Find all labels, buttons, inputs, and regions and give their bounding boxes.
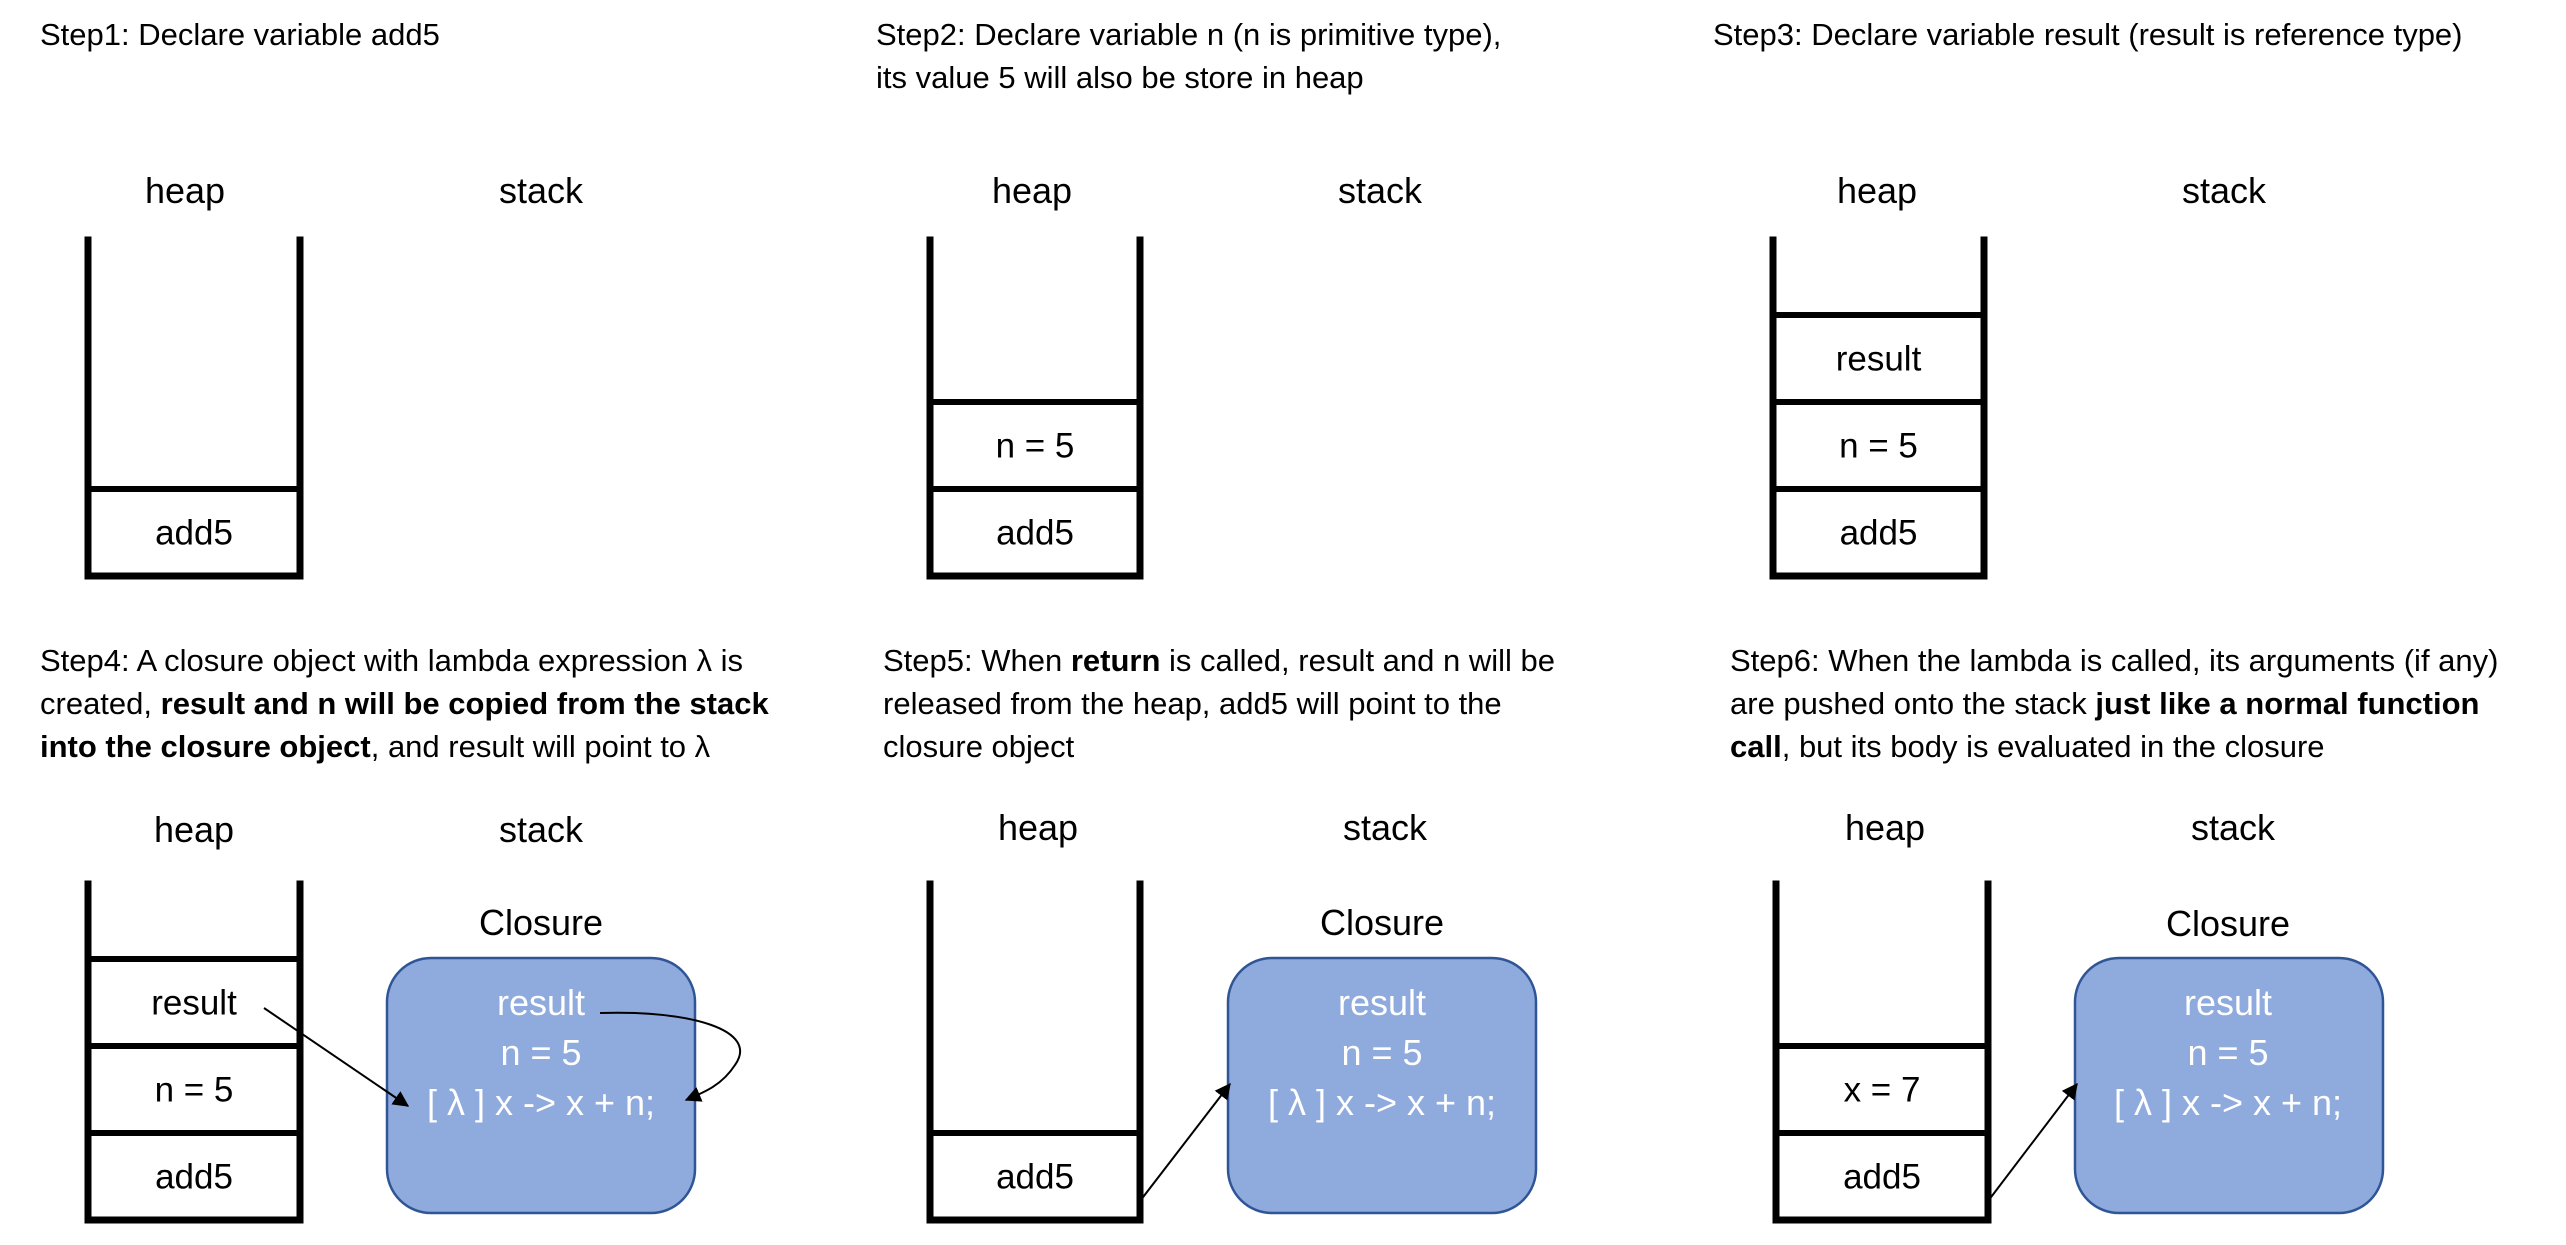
caption-text: Step6: When the lambda is called, its ar…	[1730, 643, 2498, 678]
caption-bold-text: result and n will be copied from the sta…	[161, 686, 770, 721]
closure-object	[385, 956, 697, 1215]
closure-line: [ λ ] x -> x + n;	[427, 1082, 655, 1123]
panel-step4: Step4: A closure object with lambda expr…	[40, 643, 769, 1224]
memory-container	[1769, 236, 1988, 580]
heap-label: heap	[145, 170, 225, 211]
heap-label: heap	[992, 170, 1072, 211]
caption-bold-text: call	[1730, 729, 1782, 764]
step-caption-line: into the closure object, and result will…	[40, 729, 711, 764]
closure-title: Closure	[2166, 903, 2290, 944]
closure-line: n = 5	[500, 1032, 581, 1073]
caption-text: , but its body is evaluated in the closu…	[1782, 729, 2325, 764]
memory-slot-x-7: x = 7	[1844, 1071, 1921, 1110]
add5-to-closure-arrow	[1989, 1082, 2078, 1200]
stack-label: stack	[1343, 807, 1428, 848]
closure-line: result	[2184, 982, 2272, 1023]
closure-line: result	[1338, 982, 1426, 1023]
closure-title: Closure	[1320, 902, 1444, 943]
step-caption-line: Step6: When the lambda is called, its ar…	[1730, 643, 2498, 678]
closure-result-to-lambda-arrow	[599, 1011, 742, 1102]
caption-text: Step1: Declare variable add5	[40, 17, 440, 52]
step-caption-line: Step2: Declare variable n (n is primitiv…	[876, 17, 1501, 52]
heap-label: heap	[1845, 807, 1925, 848]
caption-text: closure object	[883, 729, 1075, 764]
memory-container	[1772, 880, 1992, 1224]
memory-slot-result: result	[151, 984, 237, 1023]
memory-slot-add5: add5	[155, 514, 233, 553]
caption-text: is called, result and n will be	[1160, 643, 1555, 678]
heap-label: heap	[154, 809, 234, 850]
panel-step3: Step3: Declare variable result (result i…	[1713, 17, 2463, 580]
caption-text: Step4: A closure object with lambda expr…	[40, 643, 743, 678]
memory-container	[84, 236, 304, 580]
step-caption-line: call, but its body is evaluated in the c…	[1730, 729, 2325, 764]
memory-slot-add5: add5	[996, 1158, 1074, 1197]
caption-text: are pushed onto the stack	[1730, 686, 2095, 721]
stack-label: stack	[2191, 807, 2276, 848]
stack-label: stack	[2182, 170, 2267, 211]
heap-label: heap	[1837, 170, 1917, 211]
memory-container	[926, 880, 1144, 1224]
stack-label: stack	[1338, 170, 1423, 211]
caption-bold-text: just like a normal function	[2094, 686, 2479, 721]
memory-slot-result: result	[1836, 340, 1922, 379]
caption-text: Step3: Declare variable result (result i…	[1713, 17, 2463, 52]
closure-line: n = 5	[2187, 1032, 2268, 1073]
step-caption-line: closure object	[883, 729, 1075, 764]
add5-to-closure-arrow	[1141, 1082, 1231, 1200]
caption-text: created,	[40, 686, 161, 721]
closure-title: Closure	[479, 902, 603, 943]
caption-text: Step5: When	[883, 643, 1071, 678]
closure-line: [ λ ] x -> x + n;	[2114, 1082, 2342, 1123]
caption-bold-text: return	[1071, 643, 1161, 678]
memory-slot-add5: add5	[1843, 1158, 1921, 1197]
memory-slot-n-5: n = 5	[1839, 427, 1918, 466]
caption-text: Step2: Declare variable n (n is primitiv…	[876, 17, 1501, 52]
step-caption-line: its value 5 will also be store in heap	[876, 60, 1364, 95]
stack-label: stack	[499, 170, 584, 211]
caption-text: its value 5 will also be store in heap	[876, 60, 1364, 95]
step-caption-line: Step1: Declare variable add5	[40, 17, 440, 52]
panel-step2: Step2: Declare variable n (n is primitiv…	[876, 17, 1501, 580]
memory-container	[926, 236, 1144, 580]
step-caption-line: released from the heap, add5 will point …	[883, 686, 1502, 721]
caption-bold-text: into the closure object	[40, 729, 371, 764]
memory-slot-add5: add5	[996, 514, 1074, 553]
memory-container	[84, 880, 304, 1224]
memory-slot-n-5: n = 5	[996, 427, 1075, 466]
panel-step1: Step1: Declare variable add5 heap stack add…	[40, 17, 584, 580]
panel-step5: Step5: When return is called, result and…	[883, 643, 1555, 1224]
caption-text: released from the heap, add5 will point …	[883, 686, 1502, 721]
step-caption-line: are pushed onto the stack just like a no…	[1730, 686, 2479, 721]
step-caption-line: Step3: Declare variable result (result i…	[1713, 17, 2463, 52]
step-caption-line: created, result and n will be copied fro…	[40, 686, 769, 721]
closure-line: [ λ ] x -> x + n;	[1268, 1082, 1496, 1123]
heap-label: heap	[998, 807, 1078, 848]
memory-slot-n-5: n = 5	[155, 1071, 234, 1110]
caption-text: , and result will point to λ	[371, 729, 711, 764]
closure-line: result	[497, 982, 585, 1023]
memory-slot-add5: add5	[1840, 514, 1918, 553]
step-caption-line: Step4: A closure object with lambda expr…	[40, 643, 743, 678]
panel-step6: Step6: When the lambda is called, its ar…	[1730, 643, 2498, 1224]
memory-slot-add5: add5	[155, 1158, 233, 1197]
result-to-lambda-arrow	[263, 1007, 410, 1107]
stack-label: stack	[499, 809, 584, 850]
step-caption-line: Step5: When return is called, result and…	[883, 643, 1555, 678]
closure-line: n = 5	[1341, 1032, 1422, 1073]
